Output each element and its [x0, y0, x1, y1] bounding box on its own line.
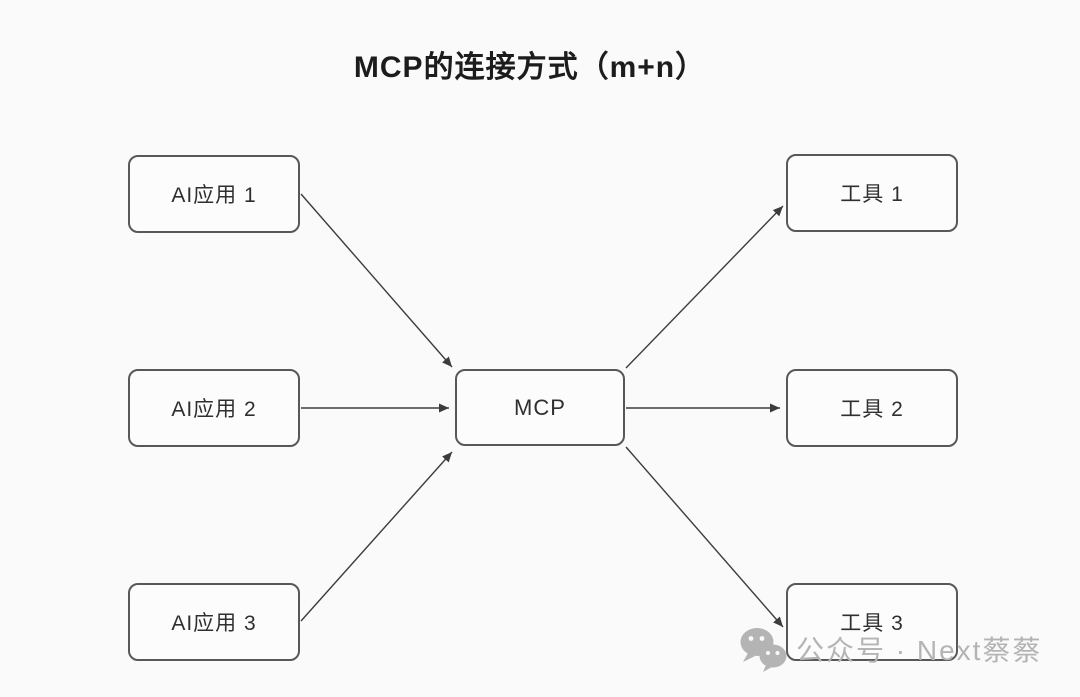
node-tool-1-label: 工具 1 — [840, 183, 904, 206]
node-tool-2-label: 工具 2 — [840, 398, 904, 421]
edge-mcp-to-tool-3 — [625, 446, 784, 628]
node-tool-2: 工具 2 — [786, 369, 958, 447]
node-ai-app-2-label: AI应用 2 — [171, 398, 257, 421]
edge-ai-app-3-to-mcp — [300, 451, 453, 622]
node-ai-app-3: AI应用 3 — [128, 583, 300, 661]
node-tool-3: 工具 3 — [786, 583, 958, 661]
node-ai-app-1-label: AI应用 1 — [171, 184, 257, 207]
node-ai-app-1: AI应用 1 — [128, 155, 300, 233]
node-tool-1: 工具 1 — [786, 154, 958, 232]
edge-ai-app-1-to-mcp — [300, 193, 453, 368]
node-ai-app-3-label: AI应用 3 — [171, 612, 257, 635]
node-mcp-label: MCP — [514, 394, 566, 420]
edge-mcp-to-tool-1 — [625, 205, 784, 369]
diagram-title: MCP的连接方式（m+n） — [353, 51, 707, 84]
node-mcp: MCP — [455, 369, 625, 446]
node-ai-app-2: AI应用 2 — [128, 369, 300, 447]
node-tool-3-label: 工具 3 — [840, 612, 904, 635]
